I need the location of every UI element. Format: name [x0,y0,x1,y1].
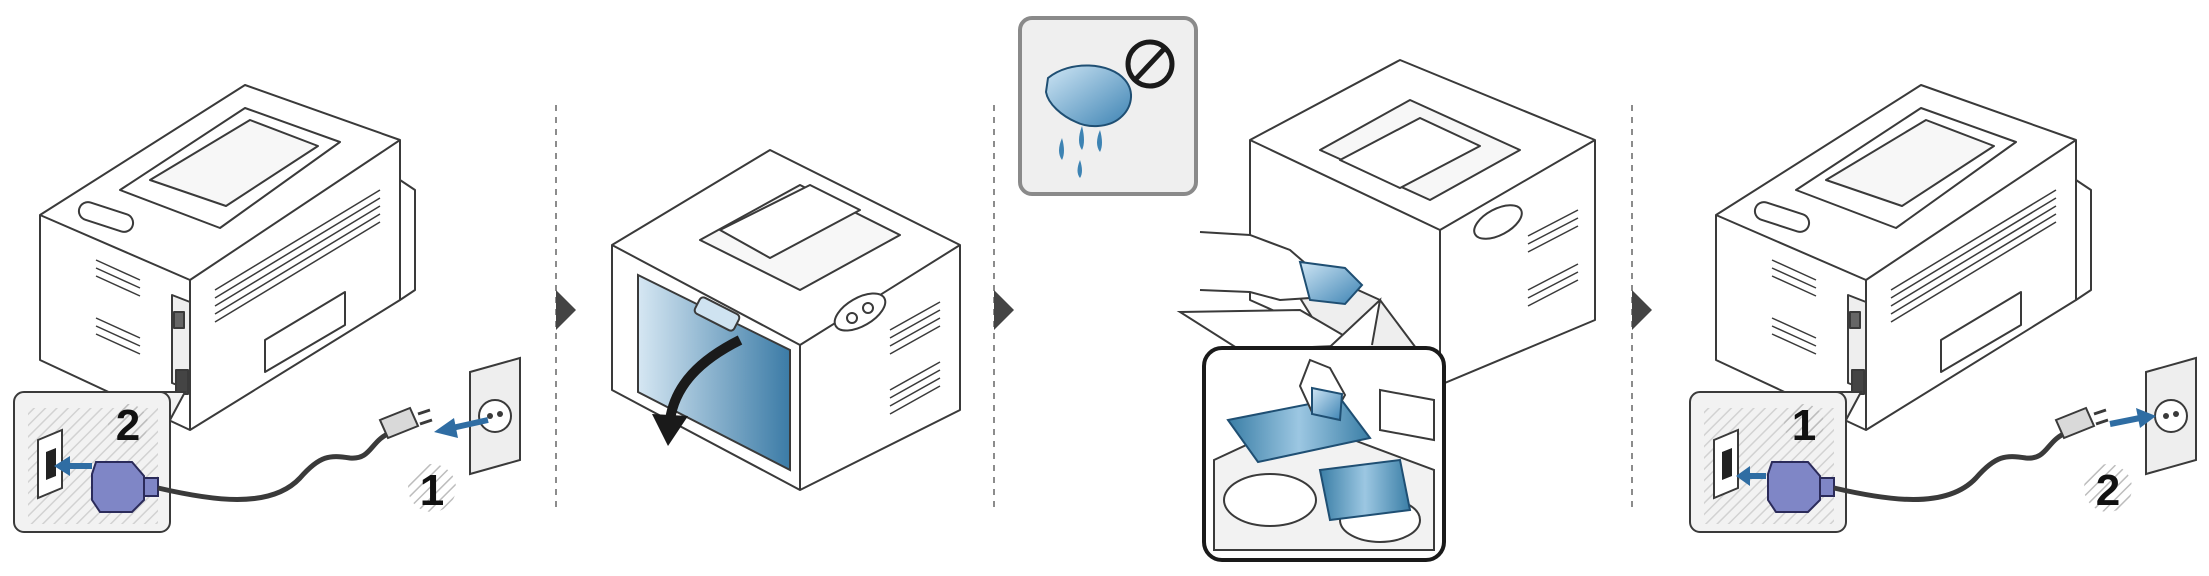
open-cover-arrow-icon [652,335,743,446]
push-arrow-right-icon [1736,466,1766,486]
outlet-step-2: 2 [2096,466,2120,515]
callout-step-2: 2 [116,401,140,450]
panel-open-cover [611,149,961,491]
power-plug-icon [1767,461,1835,513]
power-socket-callout: 1 [1689,391,1863,533]
toner-area-callout [1202,297,1446,562]
power-plug-icon [91,461,159,513]
cable-plug [2054,406,2109,440]
printer-rear-view [1715,84,2092,431]
triangle-arrow-right-icon [994,290,1014,330]
outlet-step-1: 1 [420,466,444,515]
triangle-arrow-right-icon [556,290,576,330]
callout-step-1: 1 [1792,401,1816,450]
printer-socket-icon [1713,428,1739,500]
front-cover [637,273,791,472]
printer-rear-view [39,84,416,431]
no-wet-cloth-icon [1018,16,1198,196]
wall-outlet-icon [2145,356,2197,476]
cable-plug [378,406,433,440]
wall-outlet-icon [469,356,521,476]
panel-plug-in: 1 2 [1689,84,2197,533]
panel-unplug: 2 1 [13,84,521,533]
pull-arrow-left-icon [54,456,92,476]
power-cable [157,429,394,502]
triangle-arrow-right-icon [1632,290,1652,330]
pull-arrow-outlet-icon [434,417,489,438]
panel-wipe-interior [1018,16,1596,562]
printer-socket-icon [37,428,63,500]
power-cable [1833,429,2070,502]
power-socket-callout: 2 [13,391,187,533]
push-arrow-outlet-icon [2109,408,2156,428]
hand-with-cloth [1199,231,1364,306]
